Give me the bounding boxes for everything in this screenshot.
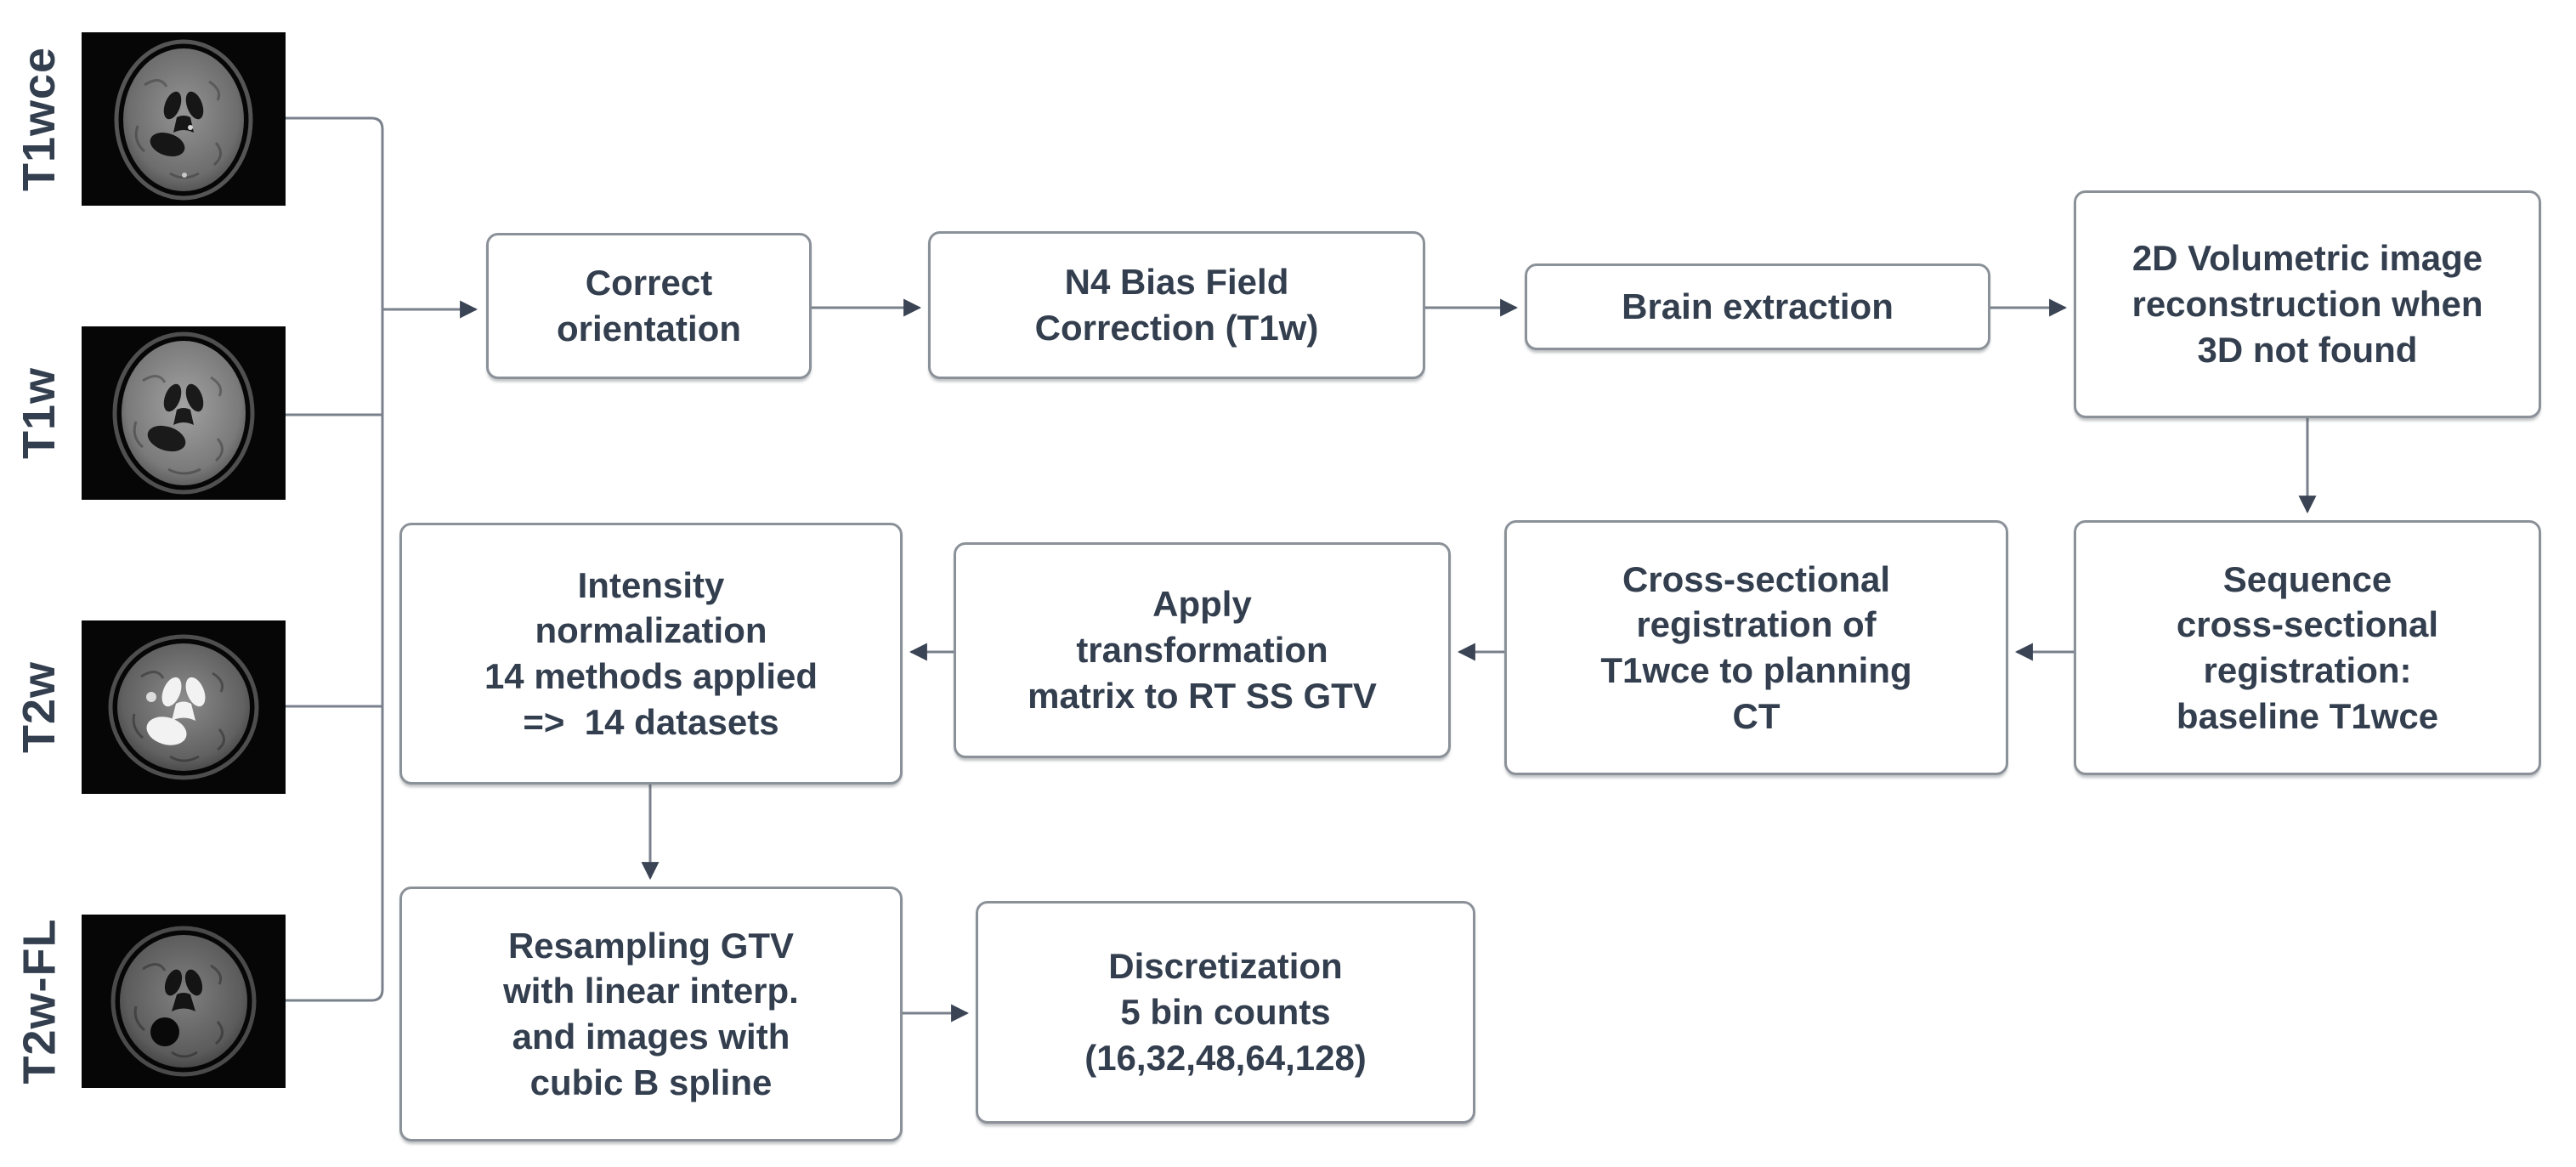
step-discretization: Discretization 5 bin counts (16,32,48,64… xyxy=(976,901,1475,1124)
step-volumetric-reconstruction-label: 2D Volumetric image reconstruction when … xyxy=(2132,238,2483,370)
mri-scan-t2wfl xyxy=(82,915,286,1088)
step-brain-extraction-label: Brain extraction xyxy=(1622,286,1894,327)
step-cross-sectional-registration-label: Cross-sectional registration of T1wce to… xyxy=(1600,558,1912,736)
step-intensity-normalization-label: Intensity normalization 14 methods appli… xyxy=(484,564,818,742)
step-intensity-normalization: Intensity normalization 14 methods appli… xyxy=(399,523,903,785)
step-n4-bias-field-correction: N4 Bias Field Correction (T1w) xyxy=(928,231,1425,379)
step-correct-orientation: Correct orientation xyxy=(486,233,812,379)
step-sequence-registration-label: Sequence cross-sectional registration: b… xyxy=(2176,558,2439,736)
step-apply-transformation-label: Apply transformation matrix to RT SS GTV xyxy=(1028,584,1377,716)
scan-label-t2wfl: T2w-FL xyxy=(14,918,65,1085)
step-correct-orientation-label: Correct orientation xyxy=(557,263,741,348)
scan-label-t2w: T2w xyxy=(14,660,65,754)
flow-arrows xyxy=(382,298,2317,1023)
step-resampling-label: Resampling GTV with linear interp. and i… xyxy=(503,925,799,1102)
step-apply-transformation: Apply transformation matrix to RT SS GTV xyxy=(954,542,1451,758)
step-sequence-registration: Sequence cross-sectional registration: b… xyxy=(2074,520,2541,775)
scan-label-t2w-wrap: T2w xyxy=(0,620,78,794)
scan-label-t1wce-wrap: T1wce xyxy=(0,32,78,206)
step-cross-sectional-registration: Cross-sectional registration of T1wce to… xyxy=(1504,520,2008,775)
mri-scan-t1wce xyxy=(82,32,286,206)
input-trunk-lines xyxy=(286,116,384,1002)
mri-scan-t2w xyxy=(82,620,286,794)
scan-label-t1w-wrap: T1w xyxy=(0,326,78,500)
scan-label-t2wfl-wrap: T2w-FL xyxy=(0,915,78,1088)
step-discretization-label: Discretization 5 bin counts (16,32,48,64… xyxy=(1084,946,1367,1078)
step-brain-extraction: Brain extraction xyxy=(1525,263,1990,350)
step-volumetric-reconstruction: 2D Volumetric image reconstruction when … xyxy=(2074,190,2541,418)
mri-scan-t1w xyxy=(82,326,286,500)
step-resampling: Resampling GTV with linear interp. and i… xyxy=(399,887,903,1142)
scan-label-t1w: T1w xyxy=(14,366,65,460)
step-n4-bias-field-correction-label: N4 Bias Field Correction (T1w) xyxy=(1034,262,1319,348)
scan-label-t1wce: T1wce xyxy=(14,46,65,192)
